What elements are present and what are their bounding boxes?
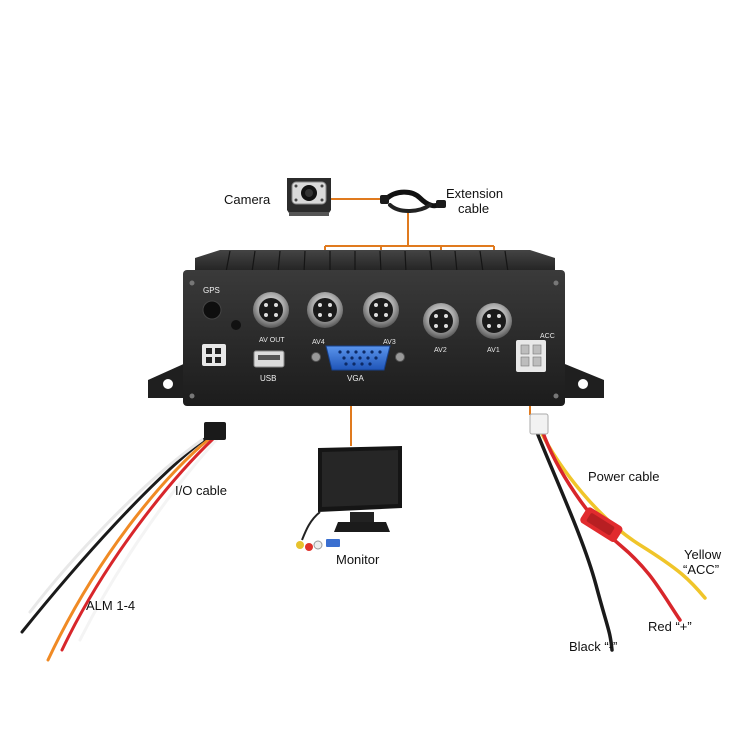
vga-port: [325, 345, 391, 371]
av-out-label: AV OUT: [259, 337, 285, 344]
black-minus-label: Black “-”: [569, 639, 617, 654]
av2-label: AV2: [434, 347, 447, 354]
power-port: [516, 340, 546, 372]
red-plus-label: Red “+”: [648, 619, 692, 634]
av4-connector: [307, 292, 343, 328]
av1-label: AV1: [487, 347, 500, 354]
gps-label: GPS: [203, 286, 220, 295]
power-cable-plug: [529, 413, 549, 435]
front-panel: [183, 270, 565, 406]
dvr-device: GPS: [148, 250, 604, 406]
io-cable-image: [20, 436, 220, 662]
io-cable-label: I/O cable: [175, 483, 227, 498]
monitor-image: [296, 446, 402, 551]
io-port: [202, 344, 226, 366]
yellow-acc-label-line1: Yellow: [684, 547, 722, 562]
av2-connector: [423, 303, 459, 339]
gps-port: [202, 300, 222, 320]
av3-label: AV3: [383, 339, 396, 346]
fuse-holder: [580, 507, 623, 542]
extension-cable-label-line1: Extension: [446, 186, 503, 201]
power-cable-image: [534, 428, 707, 652]
av-out-connector: [253, 292, 289, 328]
vga-label: VGA: [347, 374, 365, 383]
yellow-acc-label-line2: “ACC”: [683, 562, 719, 577]
usb-label: USB: [260, 374, 276, 383]
camera-label: Camera: [224, 192, 271, 207]
io-cable-plug: [204, 422, 226, 440]
extension-cable-label-line2: cable: [458, 201, 489, 216]
av1-connector: [476, 303, 512, 339]
camera-image: [287, 178, 331, 216]
power-cable-label: Power cable: [588, 469, 660, 484]
av4-label: AV4: [312, 339, 325, 346]
extension-cable-image: [380, 189, 446, 213]
monitor-label: Monitor: [336, 552, 380, 567]
av3-connector: [363, 292, 399, 328]
acc-label: ACC: [540, 333, 555, 340]
alm-label: ALM 1-4: [86, 598, 135, 613]
